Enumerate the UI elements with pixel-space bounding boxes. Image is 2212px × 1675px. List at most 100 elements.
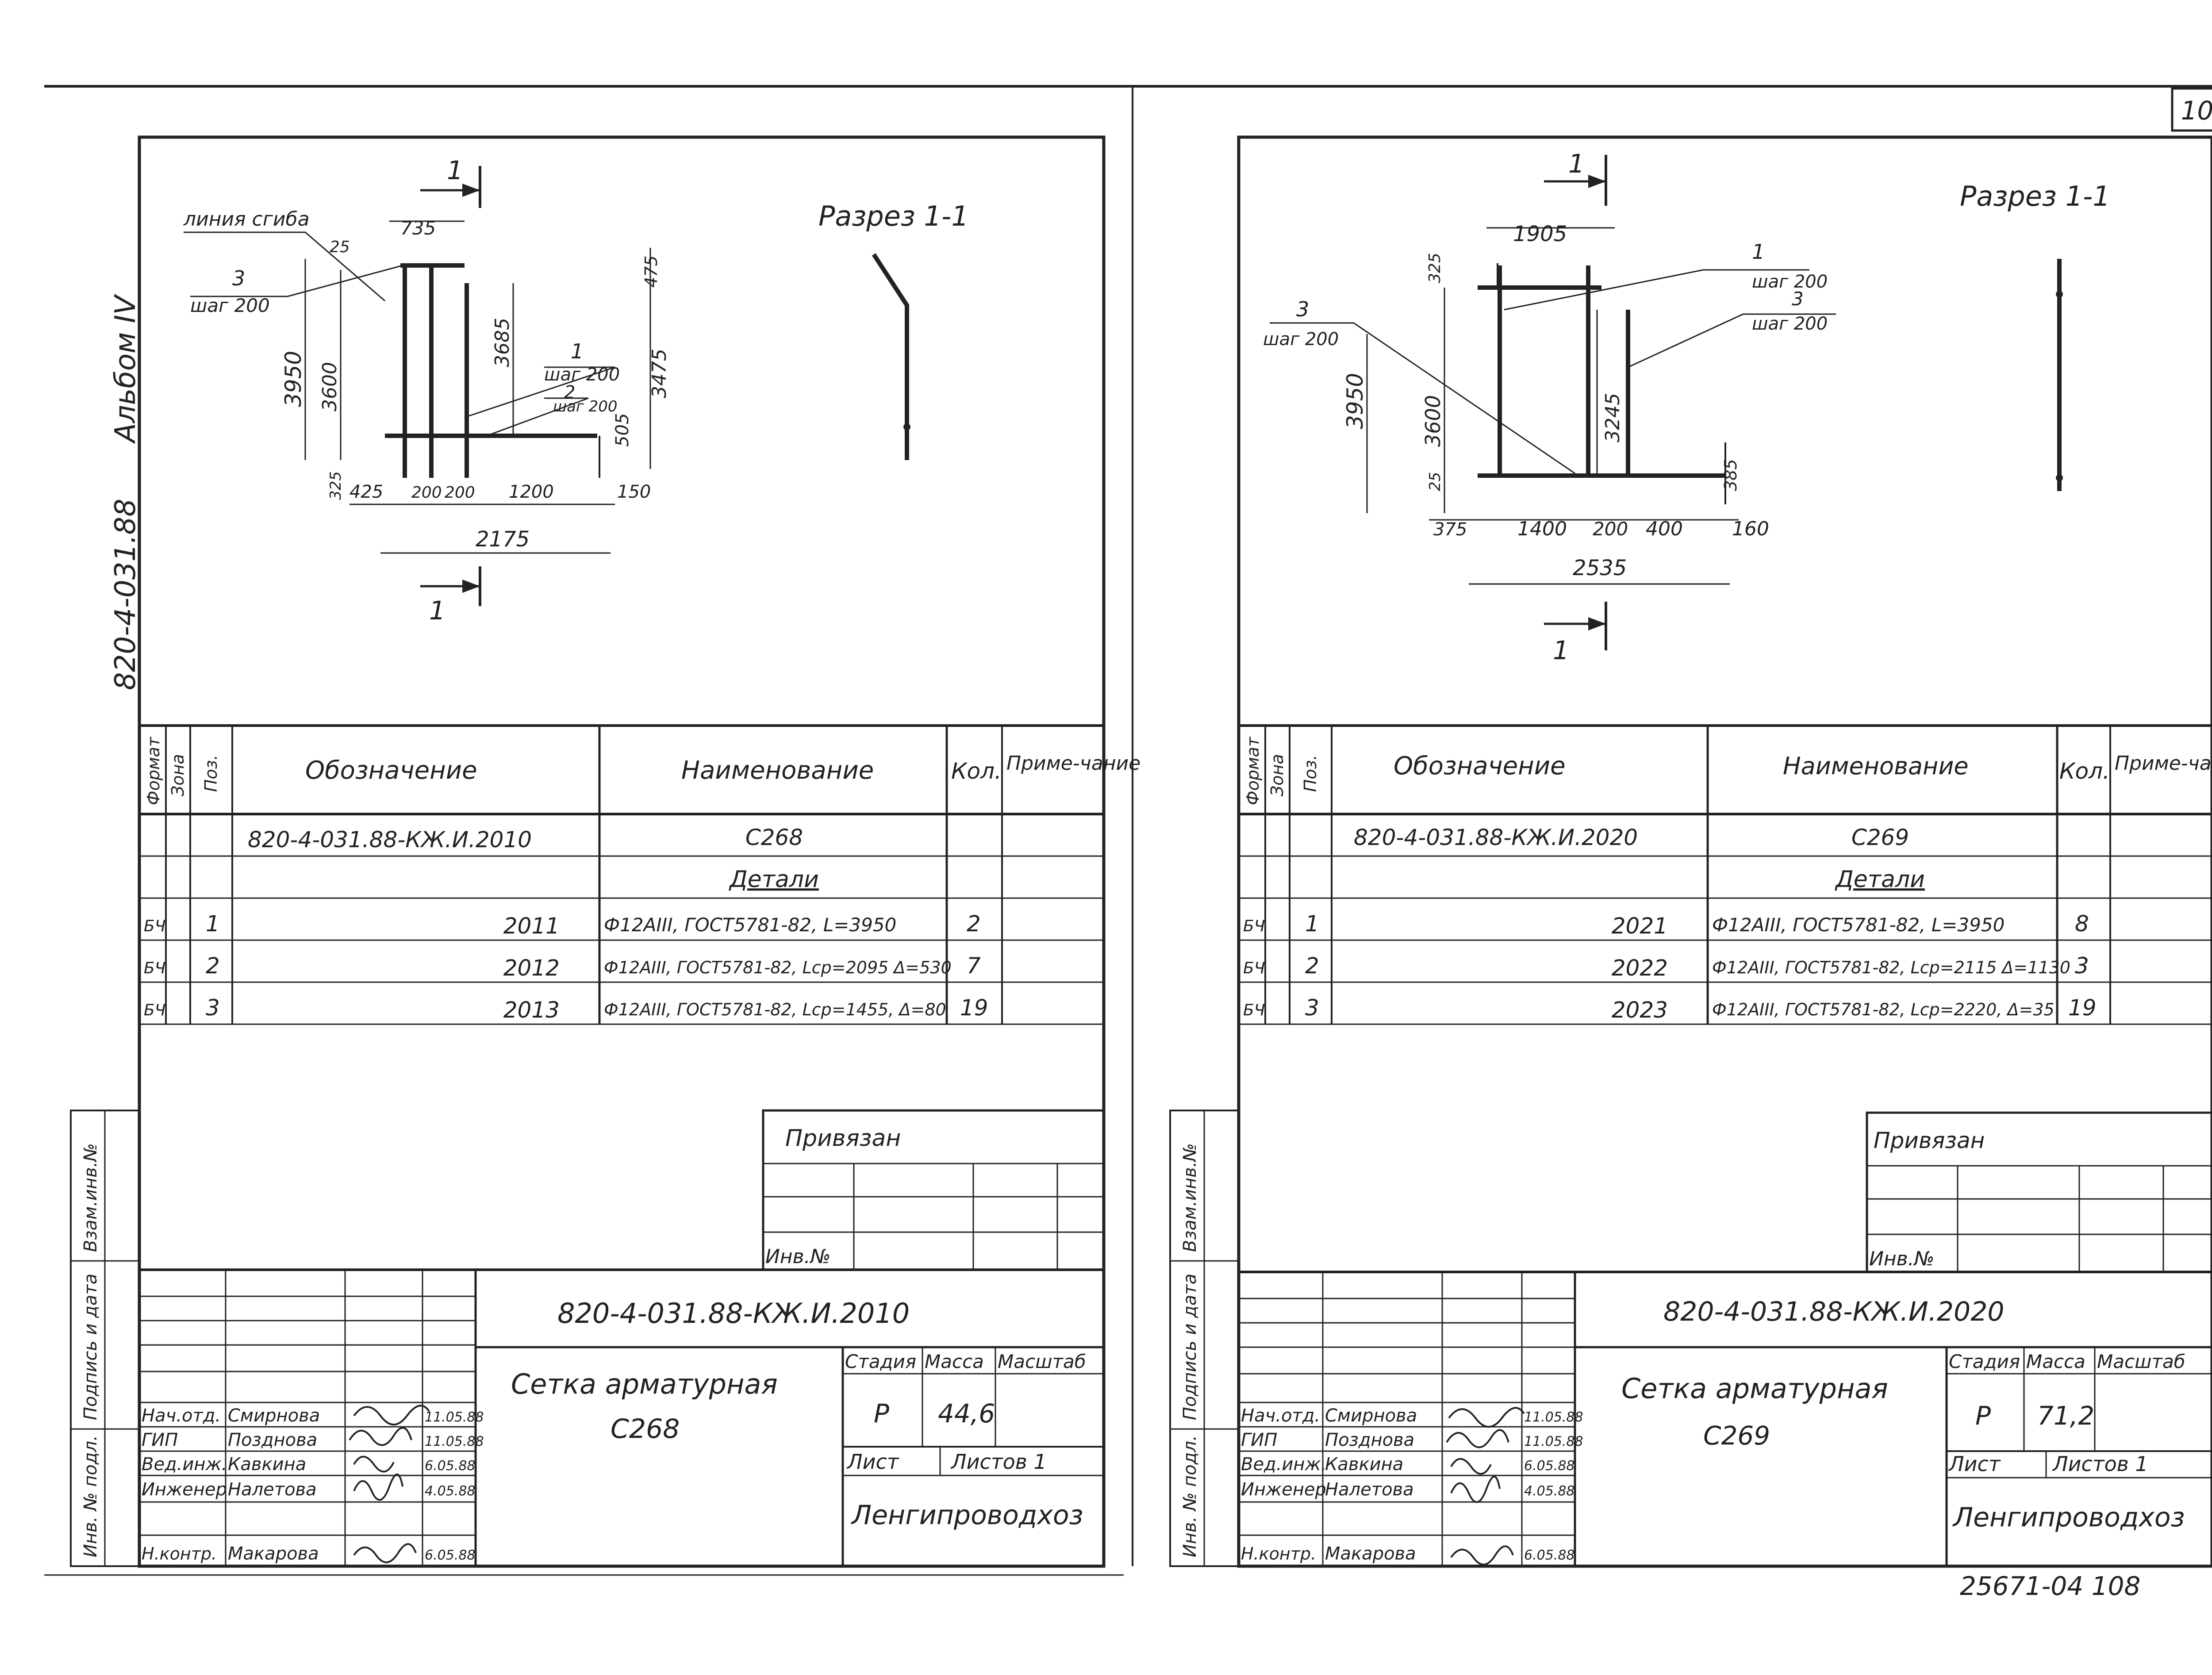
right-spec-table: Формат Зона Поз. Обозначение Наименовани… — [1239, 724, 2212, 1025]
svg-text:С269: С269 — [1851, 825, 1909, 850]
svg-text:3950: 3950 — [280, 351, 306, 407]
svg-text:2011: 2011 — [503, 913, 560, 939]
svg-text:3: 3 — [206, 995, 220, 1021]
svg-text:3: 3 — [2075, 953, 2089, 979]
svg-text:71,2: 71,2 — [2037, 1401, 2094, 1431]
svg-text:Макарова: Макарова — [1325, 1544, 1416, 1564]
svg-text:БЧ: БЧ — [144, 917, 165, 935]
svg-text:Лист: Лист — [846, 1450, 899, 1474]
svg-text:200: 200 — [1593, 518, 1628, 540]
svg-text:19: 19 — [960, 995, 988, 1021]
svg-text:Смирнова: Смирнова — [1325, 1406, 1417, 1426]
svg-text:БЧ: БЧ — [144, 1001, 165, 1019]
svg-text:Н.контр.: Н.контр. — [1241, 1544, 1316, 1564]
svg-text:ГИП: ГИП — [1241, 1430, 1277, 1450]
svg-text:2: 2 — [564, 382, 575, 403]
svg-text:3245: 3245 — [1601, 393, 1624, 442]
svg-text:Ф12АIII, ГОСТ5781-82, Lср=1455: Ф12АIII, ГОСТ5781-82, Lср=1455, Δ=80 — [604, 1000, 946, 1019]
svg-text:Инв.№: Инв.№ — [765, 1245, 830, 1268]
svg-text:150: 150 — [617, 482, 651, 502]
svg-text:6.05.88: 6.05.88 — [425, 1548, 476, 1563]
svg-text:шаг 200: шаг 200 — [1752, 314, 1828, 334]
svg-text:11.05.88: 11.05.88 — [425, 1434, 484, 1449]
svg-text:Ф12АIII, ГОСТ5781-82, Lср=2220: Ф12АIII, ГОСТ5781-82, Lср=2220, Δ=35 — [1712, 1000, 2055, 1019]
svg-text:1905: 1905 — [1513, 222, 1567, 246]
svg-text:БЧ: БЧ — [144, 959, 165, 977]
svg-text:3600: 3600 — [1421, 395, 1445, 447]
svg-text:3600: 3600 — [319, 362, 341, 411]
left-mesh-plan: линия сгиба 3 шаг 200 1 шаг 200 2 шаг 20… — [183, 208, 671, 554]
svg-text:Подпись и дата: Подпись и дата — [1180, 1274, 1200, 1420]
svg-text:ГИП: ГИП — [142, 1430, 178, 1450]
svg-text:2535: 2535 — [1573, 556, 1627, 580]
svg-text:Р: Р — [1975, 1401, 1991, 1431]
svg-text:2023: 2023 — [1612, 997, 1668, 1023]
svg-text:Поз.: Поз. — [1301, 755, 1320, 792]
svg-text:шаг 200: шаг 200 — [190, 295, 270, 316]
album-code: 820-4-031.88 — [109, 499, 142, 690]
svg-text:Масштаб: Масштаб — [998, 1351, 1086, 1372]
svg-text:Привязан: Привязан — [1874, 1128, 1985, 1153]
svg-text:Масса: Масса — [2026, 1351, 2085, 1372]
stamp-label-sign-date: Подпись и дата — [81, 1274, 101, 1420]
svg-text:Сетка арматурная: Сетка арматурная — [511, 1368, 778, 1400]
right-section-title: Разрез 1-1 — [1960, 180, 2110, 212]
svg-text:3: 3 — [1792, 288, 1804, 310]
svg-text:Р: Р — [874, 1398, 889, 1429]
left-title-block: 820-4-031.88-КЖ.И.2010 Сетка арматурная … — [139, 1268, 1104, 1566]
svg-text:БЧ: БЧ — [1243, 917, 1265, 935]
svg-text:Кол.: Кол. — [951, 758, 1002, 784]
svg-text:Детали: Детали — [729, 866, 819, 893]
stamp-label-inv-orig: Инв. № подл. — [81, 1435, 101, 1557]
svg-text:3950: 3950 — [1342, 373, 1368, 429]
left-spec-designation-0: 820-4-031.88-КЖ.И.2010 — [248, 827, 532, 853]
svg-text:25: 25 — [330, 238, 350, 256]
svg-text:Взам.инв.№: Взам.инв.№ — [1180, 1143, 1200, 1252]
right-mesh-plan: 3 шаг 200 1 шаг 200 3 шаг 200 1905 325 3… — [1263, 222, 1836, 585]
svg-text:385: 385 — [1721, 459, 1740, 491]
svg-text:Позднова: Позднова — [1325, 1430, 1414, 1450]
svg-text:Детали: Детали — [1835, 866, 1925, 893]
svg-text:2: 2 — [206, 953, 220, 979]
svg-text:Позднова: Позднова — [228, 1430, 317, 1450]
svg-text:475: 475 — [641, 255, 661, 288]
svg-text:505: 505 — [612, 413, 633, 447]
svg-text:Кавкина: Кавкина — [1325, 1454, 1403, 1475]
svg-text:200: 200 — [445, 484, 475, 502]
right-doc-code: 820-4-031.88-КЖ.И.2020 — [1663, 1296, 2005, 1327]
left-bound-block: Привязан Инв.№ — [762, 1109, 1105, 1271]
svg-text:2: 2 — [1305, 953, 1319, 979]
svg-text:2022: 2022 — [1612, 955, 1668, 981]
right-frame — [1237, 135, 2212, 1568]
svg-text:Инв.№: Инв.№ — [1869, 1248, 1934, 1270]
svg-text:2013: 2013 — [503, 997, 560, 1023]
svg-text:Инженер: Инженер — [142, 1479, 227, 1500]
svg-text:Приме-чание: Приме-чание — [2115, 752, 2212, 775]
left-fold-line-label: линия сгиба — [183, 208, 310, 231]
svg-text:11.05.88: 11.05.88 — [1524, 1410, 1583, 1425]
svg-text:325: 325 — [327, 471, 345, 500]
svg-text:Формат: Формат — [1243, 736, 1263, 805]
svg-text:3: 3 — [1305, 995, 1319, 1021]
svg-text:шаг 200: шаг 200 — [544, 365, 620, 385]
right-spec-designation-0: 820-4-031.88-КЖ.И.2020 — [1354, 825, 1638, 850]
svg-text:3: 3 — [1296, 297, 1309, 321]
svg-text:Ф12АIII, ГОСТ5781-82, L=3950: Ф12АIII, ГОСТ5781-82, L=3950 — [604, 914, 896, 936]
svg-text:Ленгипроводхоз: Ленгипроводхоз — [1952, 1502, 2185, 1533]
left-section-title: Разрез 1-1 — [818, 200, 969, 232]
svg-text:Ф12АIII, ГОСТ5781-82, L=3950: Ф12АIII, ГОСТ5781-82, L=3950 — [1712, 914, 2005, 936]
svg-text:6.05.88: 6.05.88 — [425, 1458, 476, 1474]
page-number: 107 — [2181, 96, 2212, 126]
left-doc-code: 820-4-031.88-КЖ.И.2010 — [557, 1297, 910, 1329]
svg-text:3: 3 — [232, 266, 245, 290]
svg-text:Приме-чание: Приме-чание — [1006, 752, 1141, 775]
svg-text:44,6: 44,6 — [938, 1398, 995, 1429]
svg-text:2175: 2175 — [476, 527, 530, 552]
svg-text:С268: С268 — [745, 825, 803, 850]
svg-text:1: 1 — [1305, 911, 1319, 937]
svg-text:Привязан: Привязан — [785, 1125, 901, 1152]
svg-text:Ф12АIII, ГОСТ5781-82, Lср=2115: Ф12АIII, ГОСТ5781-82, Lср=2115 Δ=1130 — [1712, 958, 2070, 977]
svg-text:Масса: Масса — [925, 1351, 984, 1372]
svg-text:1: 1 — [206, 911, 220, 937]
